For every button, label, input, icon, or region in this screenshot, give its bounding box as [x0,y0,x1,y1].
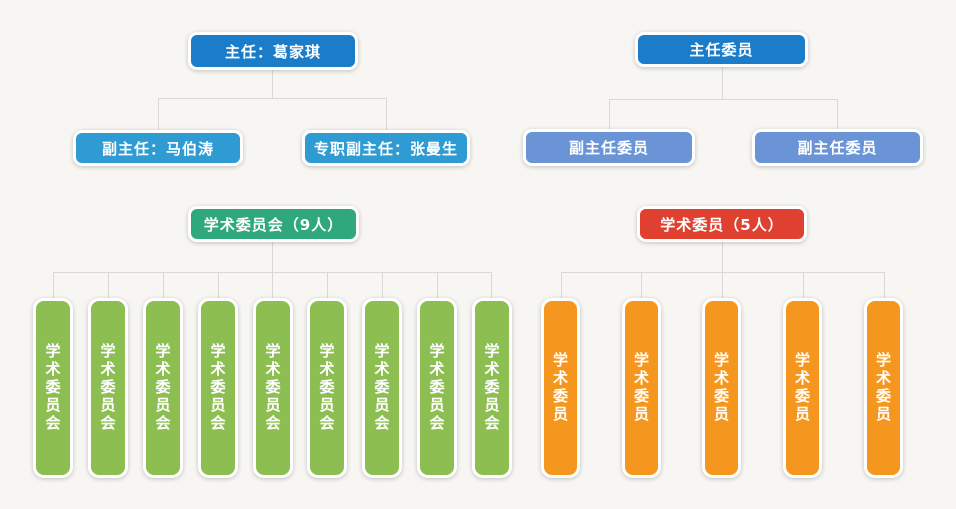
connector [158,98,387,99]
connector [609,99,838,100]
connector [491,272,492,298]
connector [327,272,328,298]
connector [272,272,273,298]
node-committee-member: 学术委员会 [417,298,457,478]
node-academic-committee: 学术委员会（9人） [188,206,359,242]
node-commissioner-member: 学术委员 [783,298,822,478]
node-commissioner-member: 学术委员 [702,298,741,478]
connector [163,272,164,298]
connector [108,272,109,298]
node-commissioner-member: 学术委员 [541,298,580,478]
node-deputy-commissioner-2: 副主任委员 [752,129,923,166]
connector [884,272,885,298]
connector [641,272,642,298]
node-academic-commissioners: 学术委员（5人） [637,206,807,242]
node-committee-member: 学术委员会 [253,298,293,478]
connector [722,67,723,99]
connector [386,98,387,130]
node-deputy-commissioner-1: 副主任委员 [523,129,695,166]
node-commissioner-member: 学术委员 [622,298,661,478]
connector [272,242,273,272]
node-commissioner-member: 学术委员 [864,298,903,478]
node-deputy-director-1: 副主任：马伯涛 [73,130,243,166]
node-director: 主任：葛家琪 [188,32,358,70]
node-committee-member: 学术委员会 [472,298,512,478]
node-committee-member: 学术委员会 [143,298,183,478]
connector [609,99,610,129]
connector [561,272,562,298]
node-committee-member: 学术委员会 [33,298,73,478]
connector [218,272,219,298]
node-committee-member: 学术委员会 [88,298,128,478]
connector [158,98,159,130]
connector [722,242,723,272]
node-committee-member: 学术委员会 [307,298,347,478]
node-deputy-director-2: 专职副主任：张曼生 [302,130,470,166]
connector [272,70,273,98]
connector [722,272,723,298]
connector [837,99,838,129]
connector [803,272,804,298]
node-committee-member: 学术委员会 [198,298,238,478]
connector [53,272,54,298]
node-committee-member: 学术委员会 [362,298,402,478]
connector [437,272,438,298]
connector [382,272,383,298]
node-chief-commissioner: 主任委员 [635,32,808,67]
